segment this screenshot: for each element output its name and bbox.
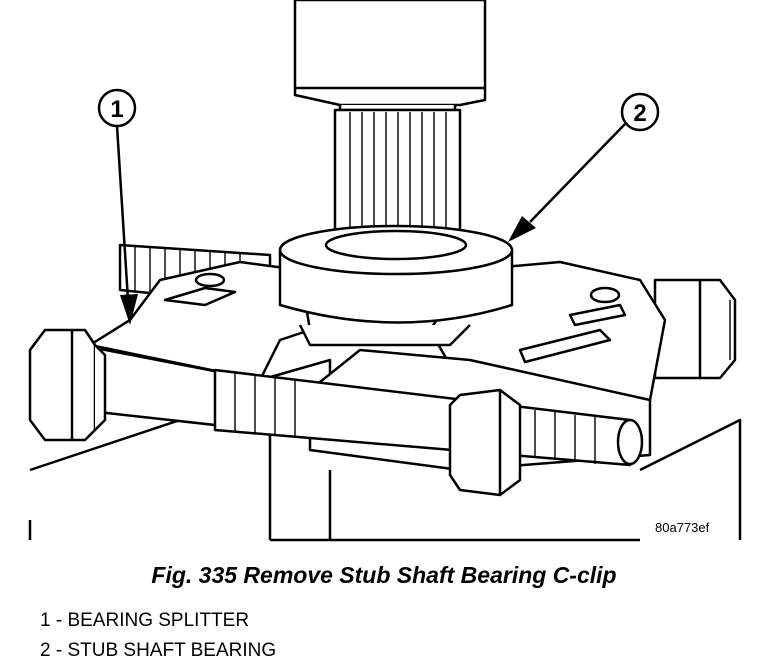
callout-number-1: 1 (110, 96, 123, 123)
callout-number-2: 2 (633, 100, 646, 127)
stub-shaft-bearing (278, 224, 514, 347)
front-nut-left (28, 328, 107, 442)
bearing-splitter-illustration: 1 2 80a773ef (28, 0, 742, 542)
front-nut-right (448, 388, 522, 497)
callout-1: 1 (97, 88, 138, 325)
callout-2: 2 (508, 92, 660, 242)
figure-caption: Fig. 335 Remove Stub Shaft Bearing C-cli… (151, 562, 617, 588)
figure-code: 80a773ef (655, 520, 710, 535)
callout-1-arrowhead (120, 294, 138, 325)
back-nut-right (653, 278, 737, 380)
legend-item-stub-shaft-bearing: 2 - STUB SHAFT BEARING (40, 640, 277, 661)
splitter-half-left (88, 260, 312, 382)
callout-2-arrowhead (508, 216, 536, 242)
legend-item-bearing-splitter: 1 - BEARING SPLITTER (40, 610, 250, 631)
stub-shaft (293, 0, 487, 232)
